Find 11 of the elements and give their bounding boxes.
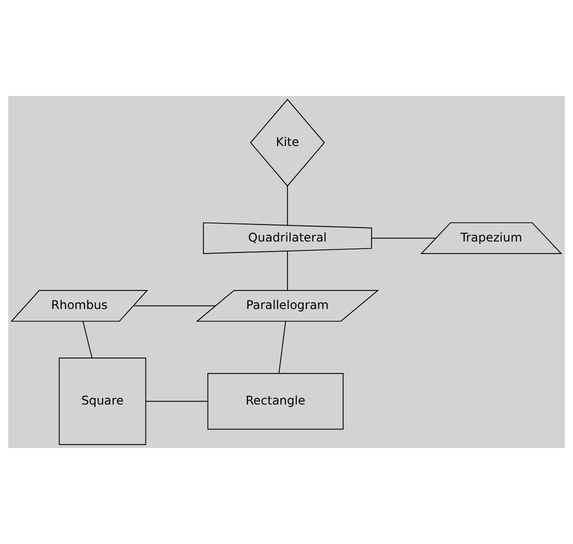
node-box: Square <box>58 358 146 445</box>
node-box: Quadrilateral <box>202 222 372 254</box>
connector <box>133 305 216 306</box>
connector <box>82 320 92 358</box>
node-box: Rectangle <box>207 373 344 430</box>
connector <box>278 320 286 374</box>
connector <box>287 250 288 291</box>
connector <box>146 400 208 402</box>
connector <box>371 238 436 239</box>
node-diamond: Kite <box>250 98 325 187</box>
connector <box>287 186 288 226</box>
